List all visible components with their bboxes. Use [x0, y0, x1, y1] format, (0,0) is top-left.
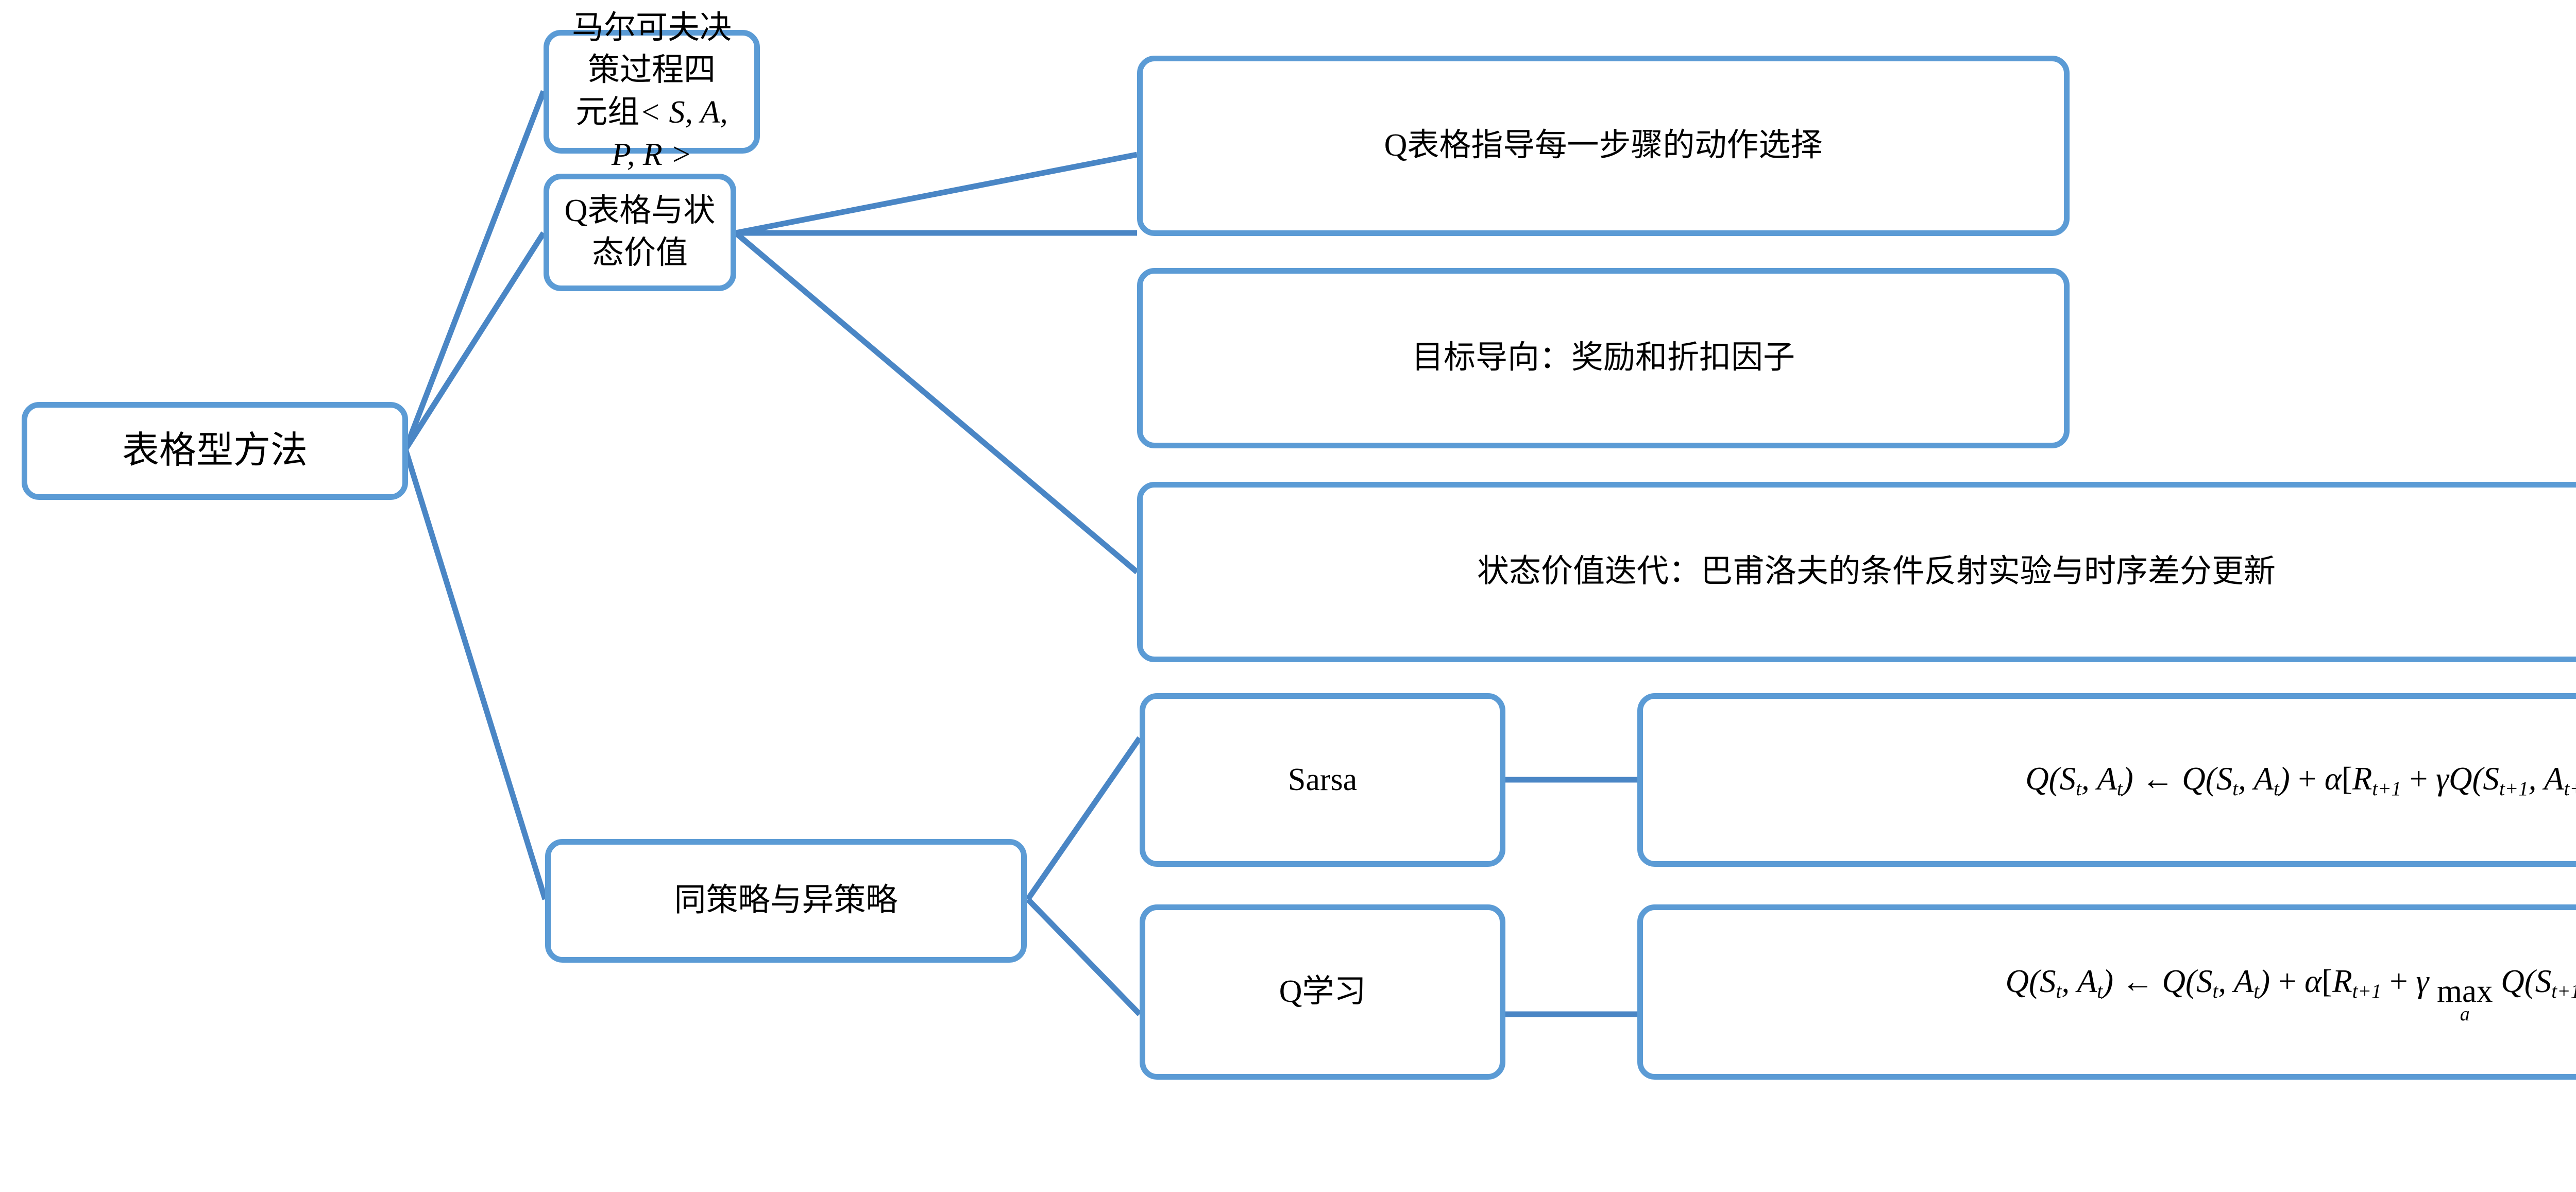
node-root-label: 表格型方法: [122, 430, 308, 472]
node-sarsa-formula[interactable]: Q(St, At) ← Q(St, At) + α[Rt+1 + γQ(St+1…: [1637, 693, 2576, 867]
edge-policy-to-qlearning: [1026, 897, 1142, 1016]
sarsa-formula-expression: Q(St, At) ← Q(St, At) + α[Rt+1 + γQ(St+1…: [2025, 761, 2576, 800]
node-policy-label: 同策略与异策略: [674, 883, 898, 918]
edge-root-to-policy: [402, 448, 548, 900]
node-sarsa-label: Sarsa: [1287, 762, 1358, 797]
node-qtable-child2[interactable]: 目标导向：奖励和折扣因子: [1137, 268, 2070, 448]
edge-policy-to-sarsa: [1025, 736, 1142, 901]
node-qtable-child3-label: 状态价值迭代：巴甫洛夫的条件反射实验与时序差分更新: [1477, 554, 2276, 590]
node-root[interactable]: 表格型方法: [22, 402, 408, 500]
node-qlearning-label: Q学习: [1279, 974, 1366, 1010]
node-qtable[interactable]: Q表格与状态价值: [544, 174, 736, 291]
node-qlearning[interactable]: Q学习: [1140, 904, 1505, 1080]
node-sarsa[interactable]: Sarsa: [1140, 693, 1505, 867]
node-mdp-line1: 马尔可夫决策过程四: [571, 10, 732, 88]
edge-root-to-mdp: [402, 90, 547, 450]
node-qtable-child3[interactable]: 状态价值迭代：巴甫洛夫的条件反射实验与时序差分更新: [1137, 482, 2576, 662]
node-mdp-line2-math: < S, A, P, R >: [611, 95, 728, 172]
node-policy[interactable]: 同策略与异策略: [545, 839, 1027, 963]
node-qtable-child1[interactable]: Q表格指导每一步骤的动作选择: [1137, 56, 2070, 236]
node-mdp-label: 马尔可夫决策过程四 元组< S, A, P, R >: [561, 7, 743, 176]
node-qtable-child2-label: 目标导向：奖励和折扣因子: [1411, 340, 1795, 376]
node-mdp-line2-prefix: 元组: [575, 95, 640, 130]
edge-qtable-to-child3: [734, 230, 1139, 575]
node-qtable-child1-label: Q表格指导每一步骤的动作选择: [1384, 128, 1823, 163]
edge-qtable-to-child1: [735, 152, 1138, 236]
node-mdp[interactable]: 马尔可夫决策过程四 元组< S, A, P, R >: [544, 10, 760, 172]
node-qtable-label: Q表格与状态价值: [564, 193, 716, 271]
edge-root-to-qtable: [403, 231, 546, 451]
